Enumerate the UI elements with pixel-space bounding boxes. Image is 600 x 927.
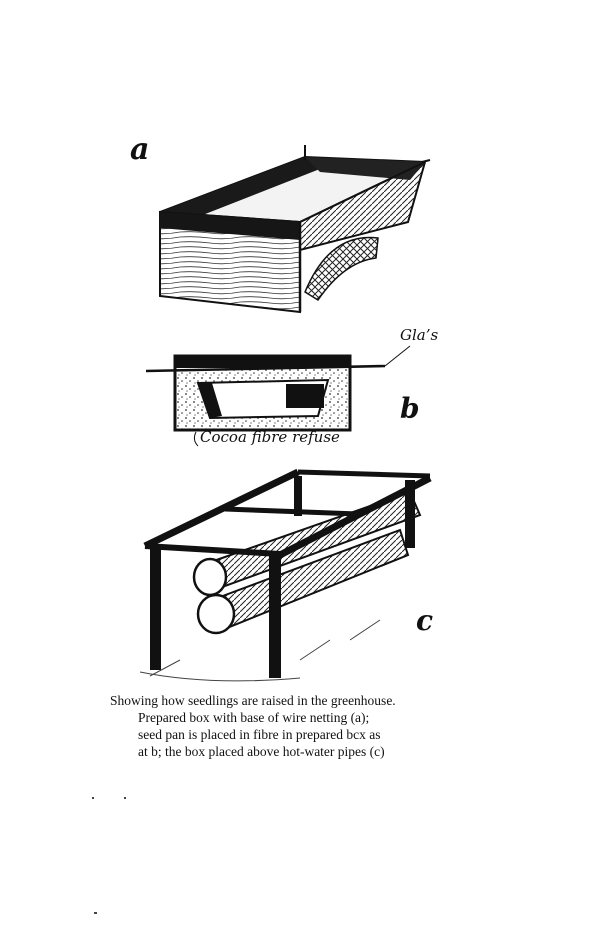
figure-a-box <box>159 145 431 314</box>
caption-line: Showing how seedlings are raised in the … <box>110 693 396 708</box>
caption-line: Prepared box with base of wire netting (… <box>138 710 370 725</box>
speck <box>94 912 97 914</box>
glass-annotation: Gla’s <box>400 326 439 344</box>
caption-line: seed pan is placed in fibre in prepared … <box>138 727 381 742</box>
figure-caption: Showing how seedlings are raised in the … <box>110 692 490 760</box>
figure-label-a: a <box>130 132 150 167</box>
caption-line: at b; the box placed above hot-water pip… <box>138 744 385 759</box>
figure-b-section <box>145 345 411 447</box>
figure-label-c: c <box>416 604 434 637</box>
fibre-annotation: Cocoa fibre refuse <box>200 428 340 446</box>
speck <box>92 797 94 799</box>
figure-c-frame <box>139 468 432 682</box>
speck <box>124 797 126 799</box>
figure-label-b: b <box>400 392 420 425</box>
